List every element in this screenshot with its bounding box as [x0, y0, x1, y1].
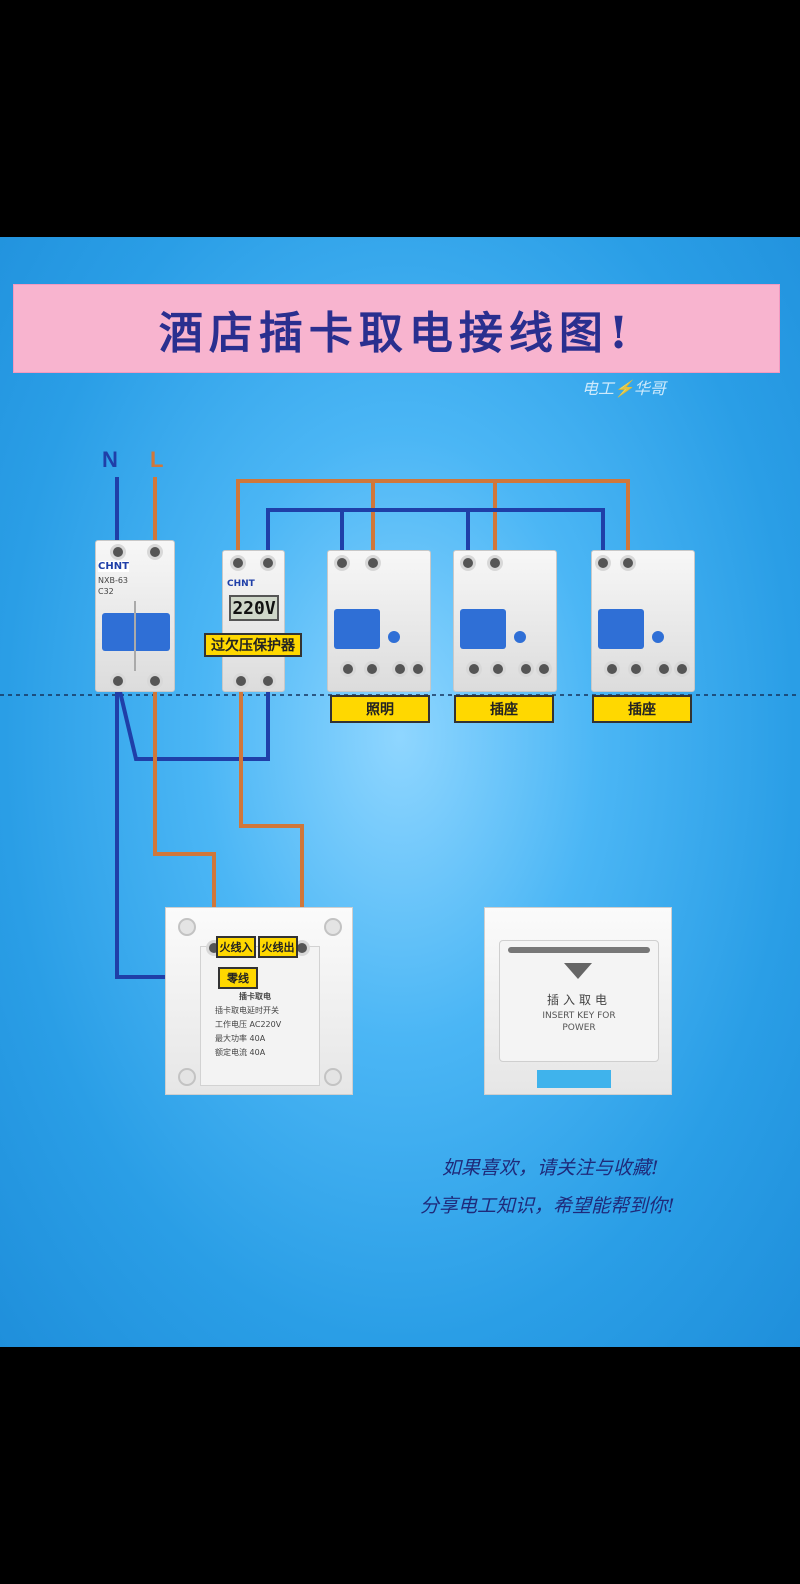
- live-protector-to-module: [239, 679, 304, 949]
- module-tag-live-in: 火线入: [216, 936, 256, 958]
- main-breaker-model: NXB-63: [98, 576, 129, 585]
- main-breaker-rating: C32: [98, 587, 114, 596]
- module-tag-live-out: 火线出: [258, 936, 298, 958]
- rcbo-lighting-terminal-n: [334, 555, 350, 571]
- card-power-module: 插卡取电 插卡取电延时开关 工作电压 AC220V 最大功率 40A 额定电流 …: [165, 907, 353, 1095]
- module-spec-2: 工作电压 AC220V: [215, 1020, 282, 1029]
- neutral-label: N: [102, 447, 118, 472]
- rcbo-socket-2-terminal-n: [595, 555, 611, 571]
- rcbo-lighting-lever[interactable]: [334, 609, 380, 649]
- module-body: 插卡取电 插卡取电延时开关 工作电压 AC220V 最大功率 40A 额定电流 …: [200, 946, 320, 1086]
- protector-terminal-n-bottom: [260, 673, 276, 689]
- wiring: [0, 477, 800, 979]
- main-breaker: CHNT NXB-63 C32: [95, 540, 175, 692]
- protector-brand: CHNT: [227, 579, 255, 589]
- module-spec-1: 插卡取电延时开关: [215, 1006, 279, 1015]
- rcbo-socket-2: [591, 550, 695, 692]
- rcbo-lighting: [327, 550, 431, 692]
- breaker-terminal-l-bottom: [147, 673, 163, 689]
- rcbo-socket-2-lever[interactable]: [598, 609, 644, 649]
- voltage-protector: CHNT 220V: [222, 550, 285, 692]
- footer-line-1: 如果喜欢，请关注与收藏!: [442, 1157, 659, 1179]
- rcbo-tag-lighting: 照明: [330, 695, 430, 723]
- live-bus: [236, 479, 630, 561]
- live-label: L: [150, 447, 164, 472]
- module-tag-neutral: 零线: [218, 967, 258, 989]
- live-breaker-to-module: [153, 679, 216, 949]
- watermark: 电工⚡华哥: [582, 379, 666, 398]
- footer-message: 如果喜欢，请关注与收藏! 分享电工知识，希望能帮到你!: [420, 1149, 675, 1225]
- diagram-canvas: 酒店插卡取电接线图! 电工⚡华哥 N L CHNT NXB-63 C32: [0, 237, 800, 1347]
- rcbo-tag-socket-1: 插座: [454, 695, 554, 723]
- protector-label: 过欠压保护器: [204, 633, 302, 657]
- protector-terminal-l-bottom: [233, 673, 249, 689]
- insert-arrow-icon: [564, 963, 592, 979]
- rcbo-socket-1: [453, 550, 557, 692]
- card-slot-cn: 插入取电: [546, 993, 611, 1007]
- rcbo-socket-1-lever[interactable]: [460, 609, 506, 649]
- title-banner: 酒店插卡取电接线图!: [13, 284, 780, 373]
- diagram-title: 酒店插卡取电接线图!: [158, 307, 635, 359]
- card-slot-switch: 插入取电 INSERT KEY FOR POWER: [484, 907, 672, 1095]
- card-slot-en-2: POWER: [562, 1023, 596, 1033]
- footer-line-2: 分享电工知识，希望能帮到你!: [420, 1195, 675, 1217]
- rcbo-lighting-terminal-l: [365, 555, 381, 571]
- rcbo-socket-1-terminal-n: [460, 555, 476, 571]
- main-breaker-brand: CHNT: [98, 561, 129, 572]
- card-slot-face[interactable]: 插入取电 INSERT KEY FOR POWER: [499, 940, 659, 1062]
- protector-terminal-l-top: [230, 555, 246, 571]
- neutral-bus: [266, 508, 605, 561]
- protector-display: 220V: [229, 595, 279, 621]
- main-breaker-lever[interactable]: [102, 613, 170, 651]
- module-spec-3: 最大功率 40A: [215, 1034, 266, 1043]
- rcbo-tag-socket-2: 插座: [592, 695, 692, 723]
- breaker-terminal-n-top: [110, 544, 126, 560]
- protector-terminal-n-top: [260, 555, 276, 571]
- breaker-terminal-n-bottom: [110, 673, 126, 689]
- card-slot-en-1: INSERT KEY FOR: [542, 1011, 616, 1021]
- rcbo-socket-1-terminal-l: [487, 555, 503, 571]
- card-slot-indicator: [537, 1070, 611, 1088]
- rcbo-socket-2-terminal-l: [620, 555, 636, 571]
- breaker-terminal-l-top: [147, 544, 163, 560]
- neutral-breaker-to-protector: [115, 678, 270, 761]
- module-title: 插卡取电: [239, 992, 271, 1001]
- module-spec-4: 额定电流 40A: [215, 1048, 266, 1057]
